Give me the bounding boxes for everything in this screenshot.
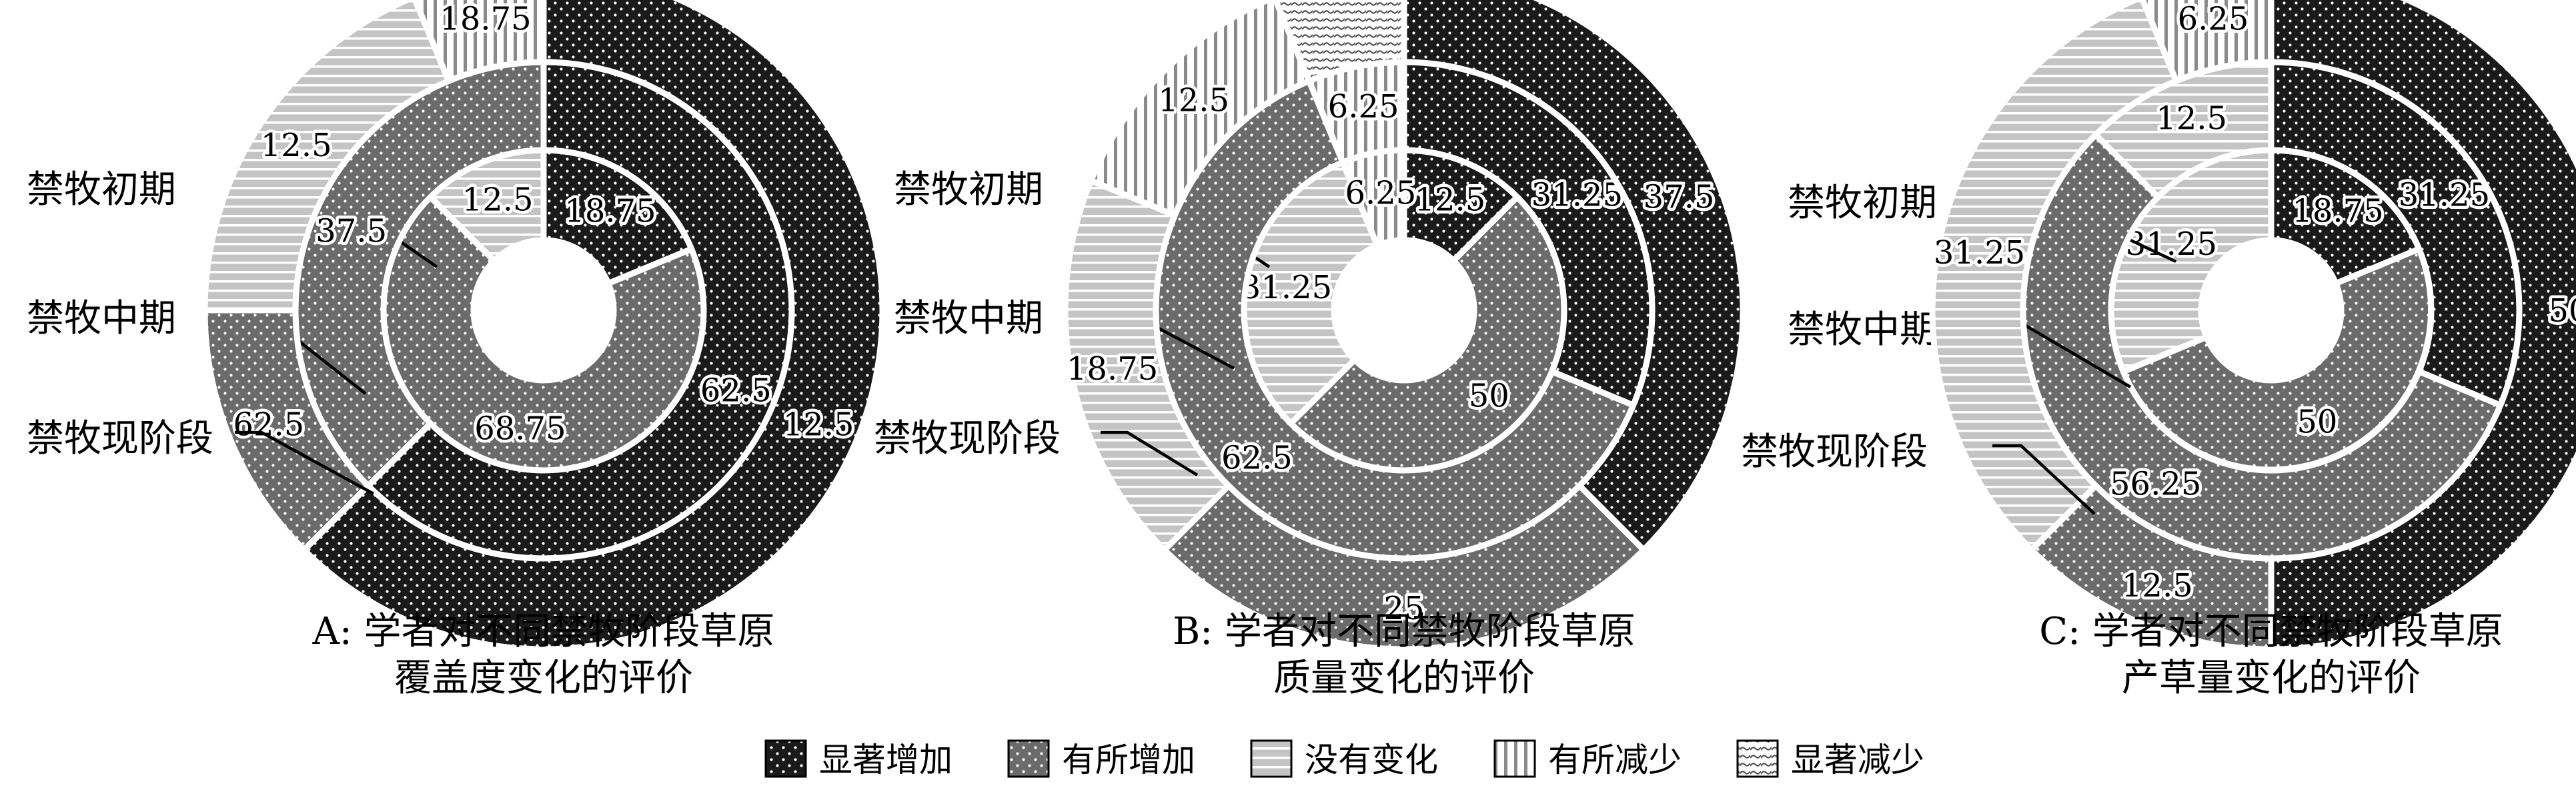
data-label: 12.5	[2156, 100, 2227, 137]
data-label: 62.5	[233, 406, 304, 444]
data-label: 56.25	[2110, 465, 2201, 502]
donut-chart-b: 12.5 50 31.25 6.25 禁牧初期 31.25 62.5 6.25 禁牧中期 37.5…	[874, 0, 1746, 700]
data-label: 12.5	[462, 181, 534, 219]
data-label: 68.75	[474, 410, 566, 448]
legend-label: 显著减少	[1791, 741, 1924, 779]
legend-swatch	[1736, 739, 1779, 778]
data-label: 12.5	[1158, 82, 1229, 119]
ring-name-label: 禁牧初期	[1788, 181, 1937, 225]
leader-line	[1992, 444, 2096, 515]
ring-name-label: 禁牧现阶段	[874, 417, 1061, 460]
legend-item-some-inc: 有所增加	[1007, 739, 1195, 779]
legend-swatch	[1007, 739, 1050, 778]
segment-no-change	[201, 0, 453, 314]
legend-label: 显著增加	[819, 741, 952, 779]
segment-some-dec	[1087, 0, 1313, 220]
data-label: 12.5	[783, 406, 854, 444]
data-label: 18.75	[2292, 192, 2383, 230]
ring-name-label: 禁牧中期	[27, 297, 176, 340]
data-label: 37.5	[315, 213, 387, 250]
legend: 显著增加 有所增加 没有变化 有所减少 显著减少	[764, 739, 1924, 779]
chart-caption: 覆盖度变化的评价	[394, 657, 693, 700]
segment-no-change	[1929, 0, 2180, 554]
chart-caption: C: 学者对不同禁牧阶段草原	[2039, 610, 2503, 653]
segment-sig-inc	[1401, 0, 1746, 554]
ring-name-label: 禁牧中期	[894, 297, 1043, 340]
chart-caption: B: 学者对不同禁牧阶段草原	[1173, 610, 1636, 653]
ring-name-label: 禁牧现阶段	[1741, 430, 1928, 474]
data-label: 62.5	[1221, 440, 1293, 477]
leader-line	[235, 430, 375, 495]
data-label: 6.25	[1328, 88, 1399, 125]
data-label: 50	[2297, 403, 2337, 440]
chart-caption: A: 学者对不同禁牧阶段草原	[311, 610, 774, 653]
legend-item-some-dec: 有所减少	[1493, 739, 1682, 779]
ring-name-label: 禁牧现阶段	[27, 417, 213, 460]
legend-item-no-change: 没有变化	[1250, 739, 1438, 779]
ring-current: 50 12.5 31.25 6.25	[1929, 0, 2576, 653]
data-label: 62.5	[700, 372, 772, 409]
legend-label: 没有变化	[1305, 741, 1438, 779]
data-label: 6.25	[1345, 175, 1416, 212]
segment-some-dec	[412, 0, 547, 85]
data-label: 18.75	[440, 1, 531, 38]
ring-name-label: 禁牧初期	[894, 168, 1043, 212]
data-label: 12.5	[1414, 181, 1485, 219]
data-label: 18.75	[564, 192, 656, 230]
ring-name-label: 禁牧初期	[27, 168, 176, 212]
leader-line	[1101, 430, 1199, 476]
segment-some-inc	[1160, 481, 1648, 653]
legend-swatch	[764, 739, 807, 778]
legend-label: 有所减少	[1548, 741, 1682, 779]
ring-early: 12.5 50 31.25 6.25	[1237, 147, 1567, 474]
data-label: 31.25	[1531, 177, 1623, 214]
donut-chart-a: 18.7568.7512.5禁牧初期62.537.5禁牧中期12.562.512…	[27, 0, 886, 700]
data-label: 31.25	[1934, 234, 2025, 272]
data-label: 25	[1383, 590, 1424, 627]
ring-early: 18.75 68.75 12.5	[380, 147, 707, 474]
data-label: 6.25	[2178, 1, 2249, 38]
segment-sig-inc	[2268, 0, 2576, 653]
ring-current: 37.5 25 18.75 12.5	[1062, 0, 1746, 653]
data-label: 31.25	[1241, 269, 1332, 306]
data-label: 37.5	[1644, 178, 1715, 216]
chart-caption: 产草量变化的评价	[2122, 657, 2421, 700]
legend-label: 有所增加	[1062, 741, 1195, 779]
data-label: 12.5	[261, 127, 332, 164]
segment-sig-inc	[299, 0, 886, 653]
data-label: 12.5	[2122, 567, 2193, 605]
data-label: 50	[2548, 292, 2576, 330]
data-label: 50	[1469, 377, 1509, 414]
legend-swatch	[1493, 739, 1536, 778]
segment-sig-dec	[1272, 0, 1407, 85]
segment-some-dec	[2139, 0, 2275, 85]
data-label: 31.25	[2399, 177, 2490, 214]
legend-item-sig-dec: 显著减少	[1736, 739, 1924, 779]
data-label: 18.75	[1067, 350, 1158, 388]
ring-name-label: 禁牧中期	[1788, 308, 1937, 352]
legend-item-sig-inc: 显著增加	[764, 739, 952, 779]
ring-current: 12.5 62.5 12.5 18.75	[201, 0, 886, 653]
legend-swatch	[1250, 739, 1293, 778]
donut-chart-c: 18.75 50 31.25 禁牧初期 31.25 56.25 12.5 禁牧中期 50 12.5…	[1741, 0, 2576, 700]
chart-caption: 质量变化的评价	[1273, 657, 1535, 700]
